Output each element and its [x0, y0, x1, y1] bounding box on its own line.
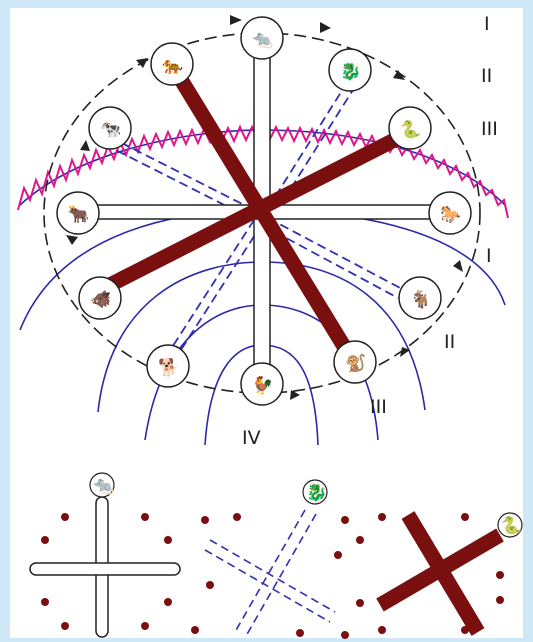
dot: [341, 516, 349, 524]
dot: [206, 581, 214, 589]
tiger-badge: [150, 42, 194, 86]
ring-arrows: [66, 15, 463, 400]
dog-badge: [146, 344, 190, 388]
dot: [356, 599, 364, 607]
dot: [61, 513, 69, 521]
dot: [461, 513, 469, 521]
ox-badge: [56, 191, 100, 235]
dot: [201, 516, 209, 524]
cow-badge: [88, 106, 132, 150]
dot: [141, 513, 149, 521]
dragon-badge: [328, 48, 372, 92]
boar-icon: 🐗: [90, 289, 111, 310]
dragon-icon: 🐉: [340, 61, 361, 82]
dot: [61, 622, 69, 630]
label-bottom-iii: III: [370, 396, 387, 418]
ox-icon: 🐂: [68, 205, 89, 225]
small-diagram-white-cross: 🐀: [29, 472, 181, 638]
dot: [496, 596, 504, 604]
goat-badge: [398, 276, 442, 320]
label-right-i: I: [486, 245, 492, 267]
horse-icon: 🐎: [440, 205, 461, 225]
dot: [191, 626, 199, 634]
horse-badge: [428, 191, 472, 235]
dot: [141, 622, 149, 630]
label-bottom-iv: IV: [242, 427, 261, 449]
small-diagram-dashed-cross: [204, 509, 336, 637]
maroon-dots: [41, 513, 504, 639]
small-diagram-red-cross: [376, 511, 523, 636]
dot: [233, 513, 241, 521]
tiger-icon: 🐅: [162, 56, 183, 76]
dot: [41, 536, 49, 544]
label-top-iii: III: [481, 118, 498, 140]
dot: [341, 631, 349, 639]
small-rat-icon: 🐀: [93, 476, 115, 496]
monkey-icon: 🐒: [345, 353, 366, 374]
cow-icon: 🐄: [100, 120, 121, 140]
snake-badge: [388, 106, 432, 150]
red-bars: [96, 74, 414, 352]
dot: [41, 598, 49, 606]
small-snake-icon: 🐍: [501, 515, 522, 536]
rat-badge: [240, 16, 284, 60]
dot: [378, 626, 386, 634]
label-top-ii: II: [481, 65, 492, 87]
dot: [378, 513, 386, 521]
dot: [296, 629, 304, 637]
rooster-badge: [240, 362, 284, 406]
boar-badge: [78, 276, 122, 320]
small-dragon-icon: 🐉: [306, 482, 327, 503]
rat-icon: 🐀: [252, 30, 274, 50]
rooster-icon: 🐓: [252, 375, 273, 396]
dot: [334, 551, 342, 559]
label-top-i: I: [484, 13, 490, 35]
dot: [496, 571, 504, 579]
dot: [461, 626, 469, 634]
dot: [164, 536, 172, 544]
dot: [356, 536, 364, 544]
monkey-badge: [333, 340, 377, 384]
dot: [164, 598, 172, 606]
small-dragon-badge: [302, 479, 328, 505]
animal-circles: 🐀 🐉 🐍 🐎 🐐 🐒 🐓 🐕 🐗 🐂 🐄 🐅: [56, 16, 472, 406]
goat-icon: 🐐: [410, 289, 431, 310]
snake-icon: 🐍: [400, 119, 421, 140]
dog-icon: 🐕: [158, 357, 179, 378]
label-right-ii: II: [444, 331, 455, 353]
